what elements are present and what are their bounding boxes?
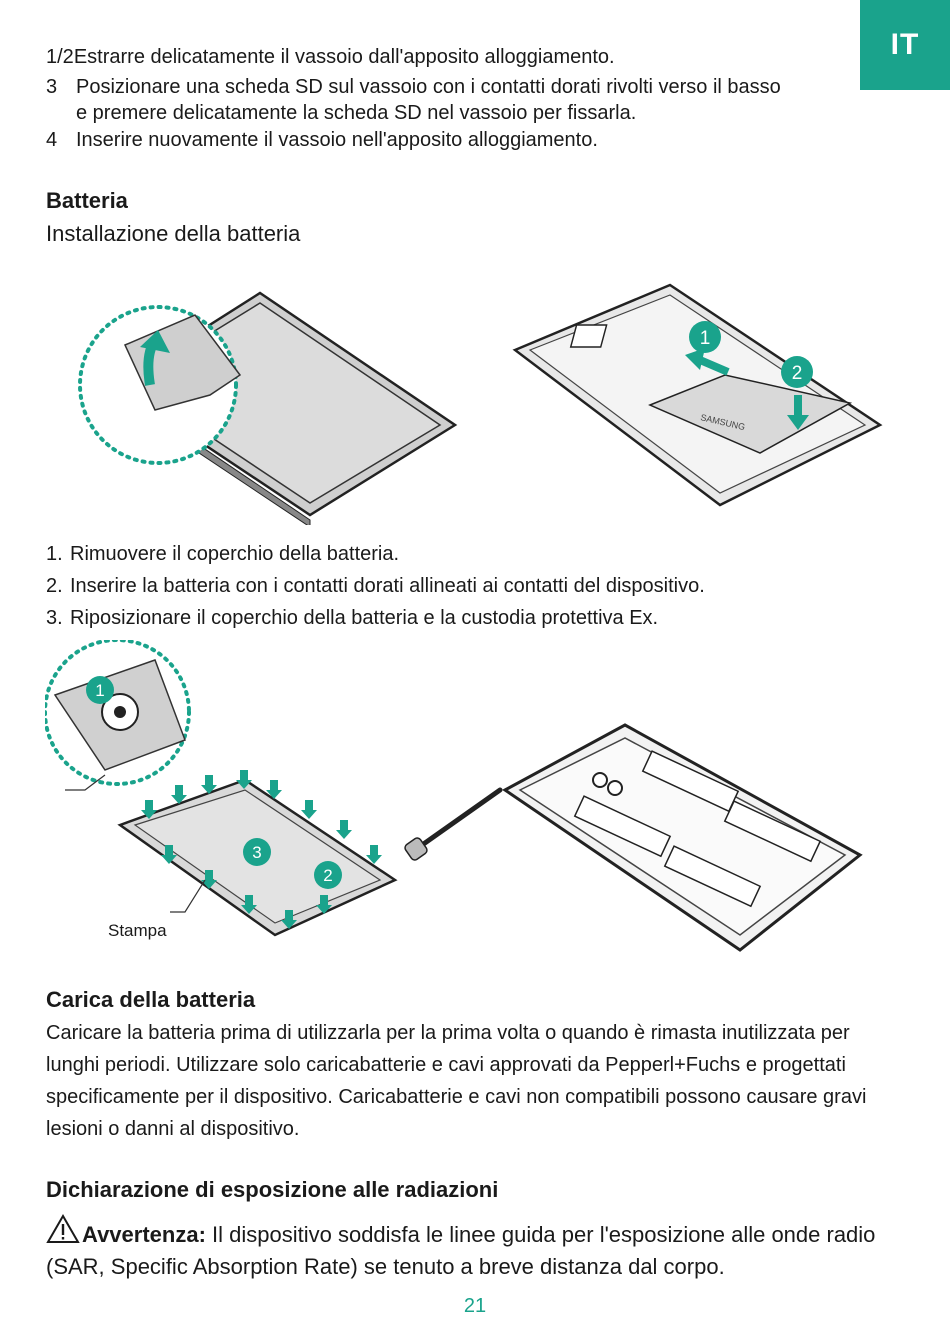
battery-pack [648,374,853,454]
step-item: 1/2Estrarre delicatamente il vassoio dal… [46,44,615,70]
step-item: 3 Posizionare una scheda SD sul vassoio c… [46,74,781,100]
step-item: 3. Riposizionare il coperchio della batte… [46,605,658,631]
language-tab: IT [860,0,950,90]
step-number: 3 [46,76,58,98]
step-item: e premere delicatamente la scheda SD nel… [46,100,636,126]
tablet-in-protective-case [502,723,863,952]
step-number: 2. [46,575,63,597]
step-text: e premere delicatamente la scheda SD nel… [76,102,637,124]
step-text: Riposizionare il coperchio della batteri… [70,607,659,629]
camera-lens [592,772,608,788]
svg-text:2: 2 [792,363,803,384]
step-badge-3 [243,838,271,866]
step-badge-1 [86,676,114,704]
step-item: 4 Inserire nuovamente il vassoio nell'app… [46,127,598,153]
svg-text:1: 1 [95,681,104,700]
step-text: Inserire la batteria con i contatti dora… [70,575,705,597]
step-item: 1. Rimuovere il coperchio della batteria. [46,541,399,567]
stylus-pen [404,787,503,861]
step-text: Posizionare una scheda SD sul vassoio co… [76,76,781,98]
step-badge-1 [689,321,721,353]
camera-module [569,324,608,348]
svg-text:2: 2 [323,866,332,885]
section-heading-battery: Batteria [46,188,128,213]
warning-text: Il dispositivo soddisfa le linee guida p… [46,1222,876,1279]
charging-paragraph: Caricare la batteria prima di utilizzarl… [46,1022,867,1140]
battery-install-illustration: SAMSUNG 1 2 [78,283,883,525]
step-badge-2 [314,861,342,889]
cover-refit-illustration: 1 3 2 [45,640,863,952]
step-badge-2 [781,356,813,388]
svg-text:1: 1 [700,328,711,349]
warning-triangle-icon [46,1214,80,1243]
page-number: 21 [463,1295,487,1317]
warning-paragraph: Avvertenza: Il dispositivo soddisfa le l… [46,1214,906,1283]
step-number: 1. [46,543,63,565]
step-text: Rimuovere il coperchio della batteria. [70,543,400,565]
insert-arrow-icon [698,356,730,376]
step-number: 3. [46,607,63,629]
press-arrows-icon [141,770,382,929]
svg-text:3: 3 [252,843,261,862]
tablet-open-back: SAMSUNG [512,283,883,507]
step-text: Estrarre delicatamente il vassoio dall'a… [73,46,615,68]
stamp-label: Stampa [108,921,167,940]
step-number: 4 [46,129,58,151]
arrow-head-icon [140,330,170,353]
step-number: 1/2 [46,46,74,68]
section-heading-charging: Carica della batteria [46,987,256,1012]
section-heading-radiation: Dichiarazione di esposizione alle radiaz… [46,1177,499,1202]
subheading-install-battery: Installazione della batteria [46,221,301,246]
step-text: Inserire nuovamente il vassoio nell'appo… [76,129,598,151]
warning-label: Avvertenza: [82,1222,206,1247]
step-item: 2. Inserire la batteria con i contatti do… [46,573,705,599]
